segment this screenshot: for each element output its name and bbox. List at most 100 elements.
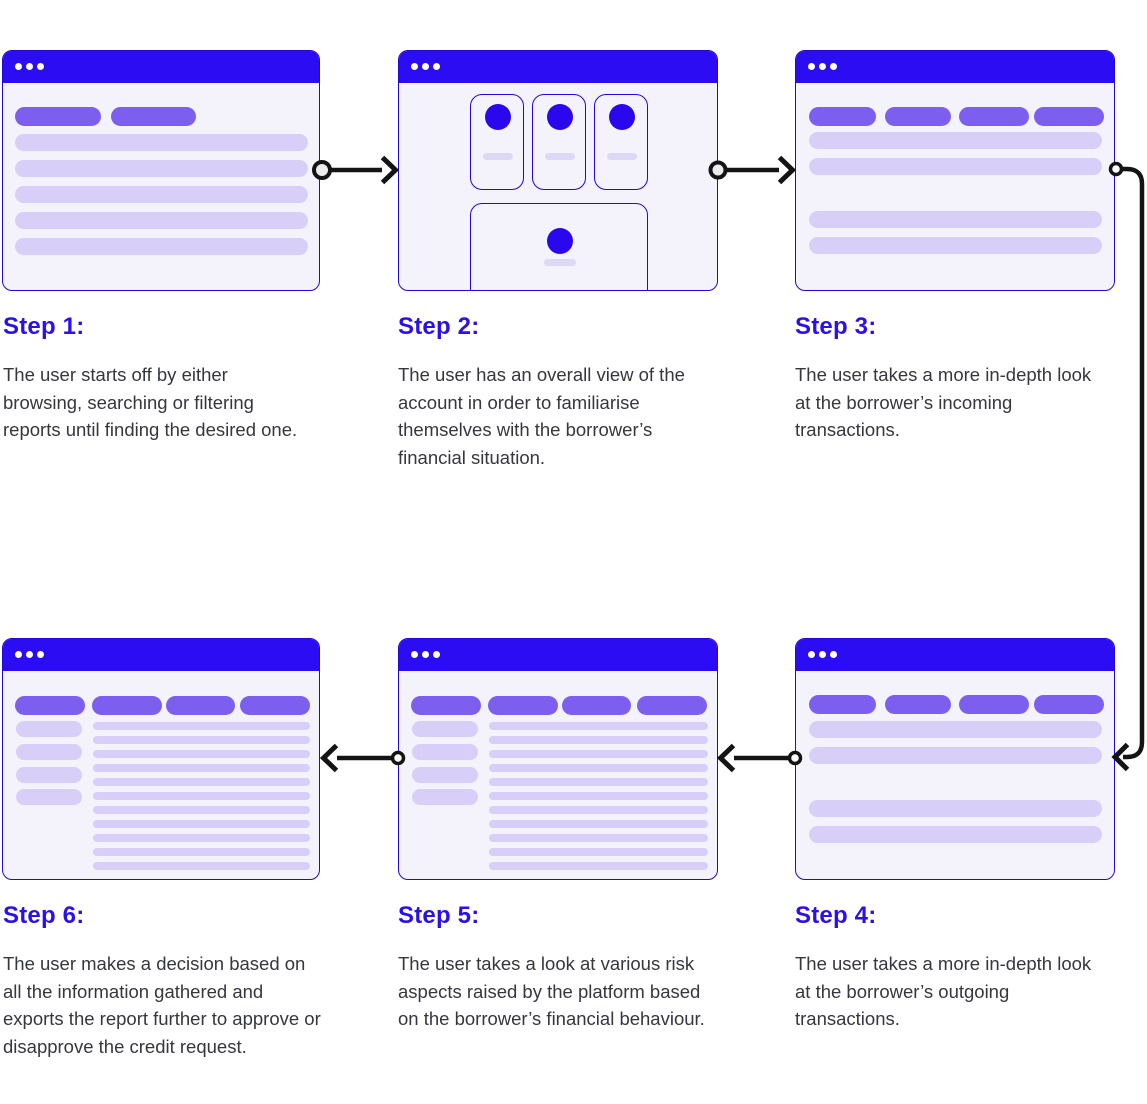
sidebar-item-pill <box>412 744 478 760</box>
table-line <box>93 792 310 800</box>
window-dot-icon <box>433 651 440 658</box>
sidebar-item-pill <box>412 767 478 783</box>
step-2-description: The user has an overall view of the acco… <box>398 364 685 468</box>
step-2-heading: Step 2: <box>398 313 480 340</box>
window-dot-icon <box>37 651 44 658</box>
table-line <box>93 834 310 842</box>
table-line <box>93 722 310 730</box>
list-row-bar <box>15 238 308 255</box>
tab-pill <box>885 695 951 714</box>
tab-pill <box>809 107 876 126</box>
metric-label-bar <box>483 153 513 160</box>
tab-pill <box>1034 107 1104 126</box>
window-dot-icon <box>26 63 33 70</box>
avatar-circle-icon <box>609 104 635 130</box>
table-line <box>93 736 310 744</box>
window-dot-icon <box>26 651 33 658</box>
window-dot-icon <box>15 651 22 658</box>
step-5-description: The user takes a look at various risk as… <box>398 953 705 1029</box>
step-1-heading: Step 1: <box>3 313 85 340</box>
list-row-bar <box>15 134 308 151</box>
step-4-description: The user takes a more in-depth look at t… <box>795 953 1092 1029</box>
window-titlebar <box>399 51 717 83</box>
metric-card <box>532 94 586 190</box>
list-row-bar <box>15 186 308 203</box>
table-line <box>93 806 310 814</box>
tab-pill <box>240 696 310 715</box>
browser-mockup-step-4 <box>795 638 1115 880</box>
window-dot-icon <box>422 651 429 658</box>
window-dot-icon <box>819 651 826 658</box>
step-3-description: The user takes a more in-depth look at t… <box>795 364 1092 440</box>
tab-pill <box>92 696 162 715</box>
window-titlebar <box>796 639 1114 671</box>
window-dot-icon <box>15 63 22 70</box>
arrow-step5-to-step6 <box>319 743 406 773</box>
metric-label-bar <box>607 153 637 160</box>
sidebar-item-pill <box>16 789 82 805</box>
step-6-description: The user makes a decision based on all t… <box>3 953 321 1057</box>
sidebar-item-pill <box>16 721 82 737</box>
table-line <box>93 764 310 772</box>
table-line <box>93 848 310 856</box>
window-dot-icon <box>819 63 826 70</box>
avatar-circle-icon <box>485 104 511 130</box>
table-line <box>93 778 310 786</box>
arrow-step3-to-step4 <box>1108 161 1145 772</box>
transaction-row-bar <box>809 826 1102 843</box>
transaction-row-bar <box>809 237 1102 254</box>
transaction-row-bar <box>809 800 1102 817</box>
step-6-heading: Step 6: <box>3 902 85 929</box>
step-4-heading: Step 4: <box>795 902 877 929</box>
step-1-description: The user starts off by either browsing, … <box>3 364 298 440</box>
table-line <box>489 820 708 828</box>
table-line <box>489 778 708 786</box>
arrow-step2-to-step3 <box>708 155 797 185</box>
list-row-bar <box>15 160 308 177</box>
table-line <box>93 820 310 828</box>
transaction-row-bar <box>809 132 1102 149</box>
window-titlebar <box>796 51 1114 83</box>
tab-pill <box>1034 695 1104 714</box>
transaction-row-bar <box>809 211 1102 228</box>
window-titlebar <box>3 639 319 671</box>
table-line <box>489 736 708 744</box>
table-line <box>489 848 708 856</box>
tab-pill <box>959 695 1029 714</box>
table-line <box>489 792 708 800</box>
tab-pill <box>488 696 558 715</box>
tab-pill <box>959 107 1029 126</box>
list-row-bar <box>15 212 308 229</box>
filter-pill <box>111 107 196 126</box>
tab-pill <box>637 696 707 715</box>
window-dot-icon <box>808 651 815 658</box>
sidebar-item-pill <box>412 721 478 737</box>
avatar-circle-icon <box>547 228 573 254</box>
transaction-row-bar <box>809 158 1102 175</box>
window-dot-icon <box>422 63 429 70</box>
step-3-heading: Step 3: <box>795 313 877 340</box>
window-dot-icon <box>411 63 418 70</box>
browser-mockup-step-6 <box>2 638 320 880</box>
sidebar-item-pill <box>16 767 82 783</box>
table-line <box>93 862 310 870</box>
browser-mockup-step-5 <box>398 638 718 880</box>
window-dot-icon <box>830 651 837 658</box>
table-line <box>489 750 708 758</box>
transaction-row-bar <box>809 721 1102 738</box>
window-dot-icon <box>433 63 440 70</box>
metric-card <box>470 94 524 190</box>
tab-pill <box>411 696 481 715</box>
browser-mockup-step-3 <box>795 50 1115 291</box>
tab-pill <box>15 696 85 715</box>
avatar-circle-icon <box>547 104 573 130</box>
table-line <box>489 722 708 730</box>
summary-card <box>470 203 648 290</box>
browser-mockup-step-2 <box>398 50 718 291</box>
filter-pill <box>15 107 101 126</box>
tab-pill <box>885 107 951 126</box>
metric-label-bar <box>545 153 575 160</box>
arrow-step1-to-step2 <box>312 155 400 185</box>
transaction-row-bar <box>809 747 1102 764</box>
